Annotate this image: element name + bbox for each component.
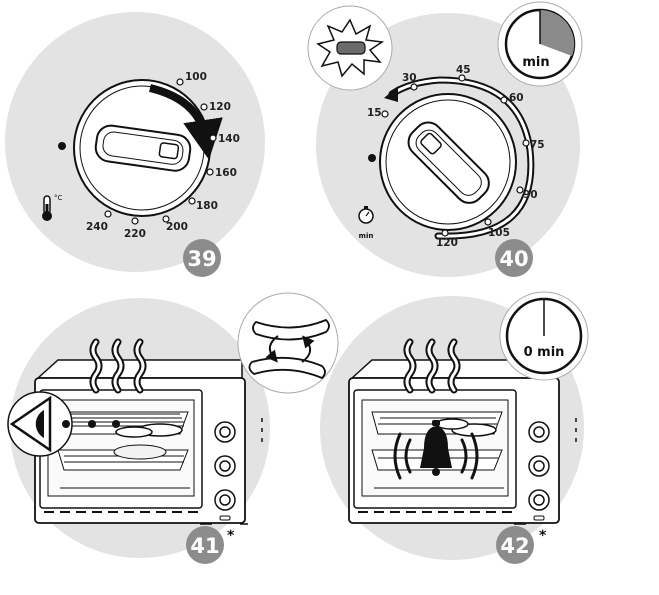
steam-wavy-lines-42	[405, 340, 459, 392]
celsius-unit-label: °C	[54, 194, 63, 202]
turn-food-bubble	[237, 292, 339, 394]
step-badge-39	[183, 239, 221, 277]
time-label-75: 75	[530, 139, 545, 151]
step-badge-41	[186, 526, 224, 564]
stopwatch-unit-label: min	[359, 232, 374, 240]
time-label-30: 30	[402, 72, 417, 84]
time-scale-dots	[381, 74, 530, 237]
indicator-dot	[58, 142, 66, 150]
step-number-41: 41	[190, 534, 219, 558]
time-label-105: 105	[488, 227, 510, 239]
temp-label-240: 240	[86, 221, 108, 233]
turn-arrow-right	[301, 335, 315, 363]
panel-40-timer-knob: 15 30 45 60 75 90 105 120 min min	[307, 1, 583, 277]
oven-control-knobs	[214, 421, 236, 511]
time-label-60: 60	[509, 92, 524, 104]
stopwatch-icon	[358, 206, 374, 224]
rotation-arrow	[149, 84, 223, 160]
timer-indicator-dot	[368, 154, 376, 162]
timer-knob-handle	[407, 121, 490, 204]
temp-label-140: 140	[218, 133, 240, 145]
time-label-90: 90	[523, 189, 538, 201]
time-label-45: 45	[456, 64, 471, 76]
temp-label-160: 160	[215, 167, 237, 179]
timer-zero-label: 0 min	[524, 345, 565, 360]
eye-icon	[7, 391, 120, 457]
sausage-bottom	[248, 356, 326, 380]
panel-41-oven-turning: * 41	[7, 292, 339, 564]
sausage-top	[252, 318, 330, 341]
knob-handle	[94, 124, 192, 172]
indicator-light-bubble	[307, 5, 393, 91]
temp-label-180: 180	[196, 200, 218, 212]
thermometer-icon	[42, 195, 52, 221]
footnote-asterisk-41: *	[227, 528, 235, 544]
step-badge-40	[495, 239, 533, 277]
temp-label-200: 200	[166, 221, 188, 233]
footnote-asterisk-42: *	[539, 528, 547, 544]
oven-body	[34, 359, 263, 525]
timer-elapsed-wedge	[540, 9, 575, 57]
step-badge-42	[496, 526, 534, 564]
temp-label-120: 120	[209, 101, 231, 113]
indicator-lamp	[336, 41, 366, 55]
step-number-39: 39	[187, 247, 216, 271]
panel-39-temperature-knob: 100 120 140 160 180 200 220 240 °C 39	[5, 12, 265, 277]
panel-42-oven-done: 0 min * 42	[320, 291, 589, 564]
time-label-15: 15	[367, 107, 382, 119]
step-number-42: 42	[500, 534, 529, 558]
step-number-40: 40	[499, 247, 528, 271]
bell-icon	[393, 420, 479, 480]
temp-label-100: 100	[185, 71, 207, 83]
timer-min-bubble: min	[497, 1, 583, 87]
temperature-scale-dots	[104, 78, 217, 225]
timer-zero-bubble: 0 min	[499, 291, 589, 381]
time-label-120: 120	[436, 237, 458, 249]
temp-label-220: 220	[124, 228, 146, 240]
timer-arc-arrowhead	[384, 86, 398, 102]
turn-arrow-left	[265, 335, 279, 363]
timer-min-label: min	[522, 55, 549, 70]
